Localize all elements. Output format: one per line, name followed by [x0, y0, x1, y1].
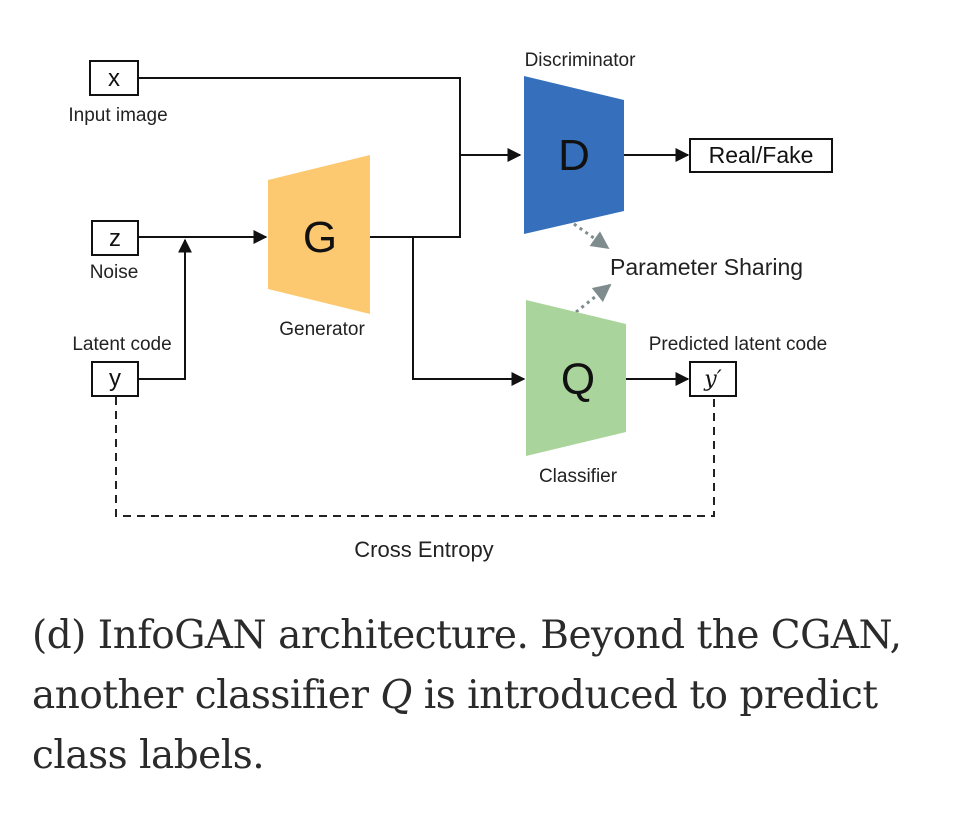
- input-z-box: [91, 220, 139, 256]
- connections: [138, 77, 690, 386]
- edge-generator-to-classifier: [412, 237, 526, 386]
- input-x-label: Input image: [68, 105, 167, 126]
- realfake-label: Real/Fake: [709, 142, 814, 168]
- input-y-box: [91, 361, 139, 397]
- classifier-block: [526, 300, 626, 456]
- param-sharing-arrow-from-q: [575, 283, 612, 314]
- input-z-symbol: z: [109, 225, 121, 252]
- caption-line-2-post: is introduced to predict: [411, 673, 878, 718]
- edge-latent-to-generator: [138, 238, 192, 380]
- caption-line-1: (d) InfoGAN architecture. Beyond the CGA…: [32, 613, 902, 658]
- classifier-label: Classifier: [539, 466, 618, 487]
- discriminator-block: [524, 76, 624, 234]
- infogan-architecture-diagram: G Generator D Discriminator Q Classifier…: [68, 50, 833, 562]
- cross-entropy-dashed-line: [115, 397, 715, 517]
- yprime-symbol: y′: [703, 367, 721, 392]
- cross-entropy-label: Cross Entropy: [354, 537, 493, 562]
- generator-symbol: G: [303, 213, 337, 262]
- input-y-label: Latent code: [72, 334, 171, 355]
- caption-line-2: another classifier Q is introduced to pr…: [32, 666, 932, 726]
- generator-label: Generator: [279, 319, 365, 340]
- edge-generator-to-discriminator: [370, 155, 461, 238]
- discriminator-label: Discriminator: [525, 50, 637, 71]
- figure-caption: (d) InfoGAN architecture. Beyond the CGA…: [32, 606, 932, 786]
- input-z-label: Noise: [90, 262, 139, 283]
- input-y-symbol: y: [109, 365, 121, 392]
- generator-block: [268, 155, 370, 314]
- yprime-box: [689, 361, 737, 397]
- input-x-symbol: x: [108, 65, 120, 92]
- realfake-box: [689, 138, 833, 173]
- parameter-sharing-label: Parameter Sharing: [610, 254, 803, 280]
- discriminator-symbol: D: [558, 131, 590, 180]
- param-sharing-arrow-from-d: [573, 222, 610, 250]
- edge-x-to-discriminator: [138, 77, 522, 162]
- caption-line-2-pre: another classifier: [32, 673, 381, 718]
- classifier-symbol: Q: [561, 355, 595, 404]
- yprime-label: Predicted latent code: [649, 334, 828, 355]
- input-x-box: [89, 60, 139, 96]
- caption-q-symbol: Q: [380, 673, 412, 718]
- caption-line-3: class labels.: [32, 733, 265, 778]
